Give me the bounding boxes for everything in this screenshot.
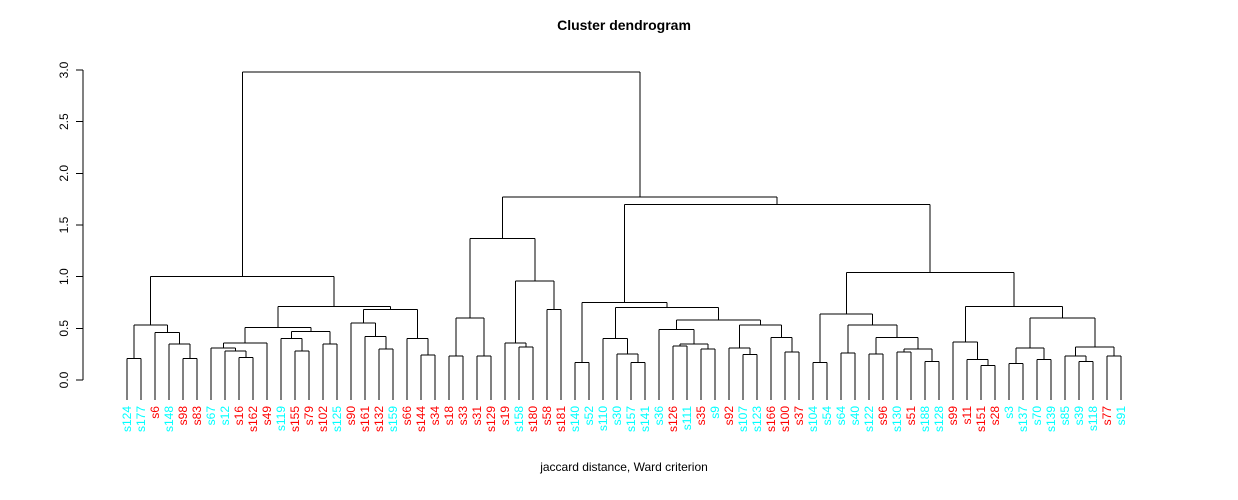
leaf-label: s34 — [428, 406, 442, 426]
leaf-label: s54 — [820, 406, 834, 426]
chart-title: Cluster dendrogram — [557, 17, 691, 33]
leaf-label: s98 — [176, 406, 190, 426]
leaf-label: s144 — [414, 406, 428, 432]
leaf-label: s177 — [134, 406, 148, 432]
leaf-label: s111 — [680, 406, 694, 431]
leaf-label: s161 — [358, 406, 372, 432]
leaf-label: s151 — [974, 406, 988, 432]
leaf-label: s129 — [484, 406, 498, 432]
leaf-label: s66 — [400, 406, 414, 426]
leaf-label: s67 — [204, 406, 218, 426]
leaf-label: s99 — [946, 406, 960, 426]
leaf-label: s40 — [848, 406, 862, 426]
leaf-label: s110 — [596, 406, 610, 431]
leaf-label: s18 — [442, 406, 456, 426]
leaf-label: s70 — [1030, 406, 1044, 426]
y-tick-label: 3.0 — [57, 61, 71, 78]
y-tick-label: 1.0 — [57, 268, 71, 285]
leaf-label: s83 — [190, 406, 204, 426]
leaf-label: s180 — [526, 406, 540, 432]
y-tick-label: 1.5 — [57, 216, 71, 233]
leaf-label: s162 — [246, 406, 260, 432]
leaf-label: s125 — [330, 406, 344, 432]
leaf-label: s39 — [1072, 406, 1086, 426]
leaf-label: s158 — [512, 406, 526, 432]
leaf-label: s90 — [344, 406, 358, 426]
leaf-label: s166 — [764, 406, 778, 432]
leaf-label: s155 — [288, 406, 302, 432]
leaf-label: s9 — [708, 406, 722, 419]
leaf-label: s35 — [694, 406, 708, 426]
leaf-label: s79 — [302, 406, 316, 426]
leaf-label: s31 — [470, 406, 484, 426]
leaf-label: s96 — [876, 406, 890, 426]
leaf-label: s64 — [834, 406, 848, 426]
leaf-label: s6 — [148, 406, 162, 419]
leaf-label: s49 — [260, 406, 274, 426]
leaf-label: s139 — [1044, 406, 1058, 432]
leaf-label: s91 — [1114, 406, 1128, 426]
leaf-label: s181 — [554, 406, 568, 432]
leaf-label: s51 — [904, 406, 918, 426]
leaf-label: s119 — [274, 406, 288, 431]
leaf-label: s130 — [890, 406, 904, 432]
leaf-label: s11 — [960, 406, 974, 425]
leaf-label: s148 — [162, 406, 176, 432]
leaf-label: s52 — [582, 406, 596, 426]
leaf-label: s19 — [498, 406, 512, 426]
leaf-label: s157 — [624, 406, 638, 432]
leaf-label: s124 — [120, 406, 134, 432]
leaf-label: s137 — [1016, 406, 1030, 432]
leaf-label: s85 — [1058, 406, 1072, 426]
leaf-label: s3 — [1002, 406, 1016, 419]
leaf-label: s12 — [218, 406, 232, 426]
leaf-label: s141 — [638, 406, 652, 432]
y-tick-label: 0.0 — [57, 371, 71, 388]
leaf-label: s92 — [722, 406, 736, 426]
leaf-label: s126 — [666, 406, 680, 432]
leaf-label: s132 — [372, 406, 386, 432]
leaf-label: s123 — [750, 406, 764, 432]
leaf-label: s28 — [988, 406, 1002, 426]
leaf-label: s102 — [316, 406, 330, 432]
leaf-label: s188 — [918, 406, 932, 432]
leaf-label: s37 — [792, 406, 806, 426]
leaf-label: s16 — [232, 406, 246, 426]
y-tick-label: 0.5 — [57, 320, 71, 337]
y-tick-label: 2.0 — [57, 165, 71, 182]
x-axis-label: jaccard distance, Ward criterion — [540, 460, 708, 474]
leaf-label: s58 — [540, 406, 554, 426]
leaf-label: s140 — [568, 406, 582, 432]
leaf-label: s107 — [736, 406, 750, 432]
leaf-label: s100 — [778, 406, 792, 432]
leaf-label: s104 — [806, 406, 820, 432]
leaf-label: s118 — [1086, 406, 1100, 431]
leaf-label: s30 — [610, 406, 624, 426]
y-tick-label: 2.5 — [57, 113, 71, 130]
leaf-label: s77 — [1100, 406, 1114, 426]
leaf-label: s33 — [456, 406, 470, 426]
leaf-label: s122 — [862, 406, 876, 432]
leaf-label: s128 — [932, 406, 946, 432]
leaf-label: s36 — [652, 406, 666, 426]
leaf-label: s159 — [386, 406, 400, 432]
